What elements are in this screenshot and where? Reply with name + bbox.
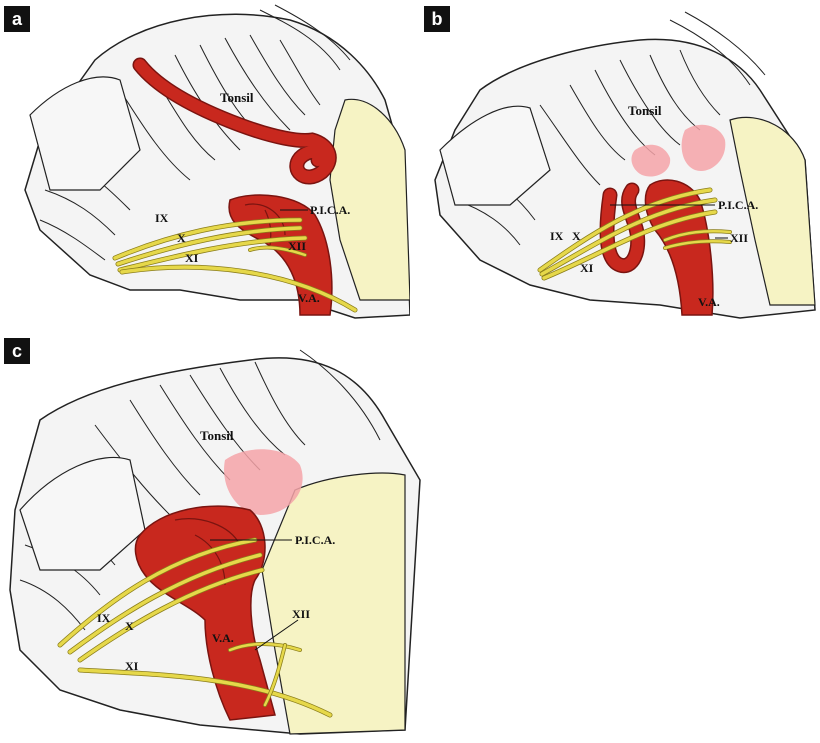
label-nerve-xii: XII bbox=[288, 239, 306, 253]
label-nerve-x: X bbox=[125, 619, 134, 633]
label-tonsil: Tonsil bbox=[628, 103, 662, 118]
label-nerve-xi: XI bbox=[185, 251, 199, 265]
panel-letter-c: c bbox=[4, 338, 30, 364]
label-nerve-x: X bbox=[572, 229, 581, 243]
cranial-nerves bbox=[57, 537, 333, 718]
label-nerve-ix: IX bbox=[550, 229, 564, 243]
panel-c-illustration: Tonsil P.I.C.A. IX X XI XII V.A. bbox=[9, 349, 421, 735]
label-nerve-xi: XI bbox=[580, 261, 594, 275]
label-tonsil: Tonsil bbox=[200, 428, 234, 443]
panel-b-illustration: Tonsil P.I.C.A. IX X XI XII V.A. bbox=[434, 11, 816, 319]
label-va: V.A. bbox=[698, 295, 720, 309]
label-pica: P.I.C.A. bbox=[310, 203, 350, 217]
flocculus bbox=[29, 76, 141, 191]
label-nerve-xii: XII bbox=[292, 607, 310, 621]
brainstem bbox=[329, 98, 411, 301]
panel-letter-b: b bbox=[424, 6, 450, 32]
flocculus bbox=[439, 105, 551, 206]
brainstem bbox=[261, 472, 406, 735]
tonsil-highlight bbox=[224, 449, 303, 515]
cranial-nerves bbox=[112, 217, 358, 313]
brainstem bbox=[729, 116, 816, 306]
label-nerve-ix: IX bbox=[97, 611, 111, 625]
panel-a-illustration: Tonsil P.I.C.A. IX X XI XII V.A. bbox=[24, 4, 411, 319]
panel-a: a bbox=[0, 0, 411, 330]
label-nerve-xi: XI bbox=[125, 659, 139, 673]
label-va: V.A. bbox=[298, 291, 320, 305]
panel-b: b bbox=[410, 0, 820, 330]
tonsil-highlight bbox=[631, 144, 671, 177]
panel-c: c bbox=[0, 330, 430, 738]
label-nerve-xii: XII bbox=[730, 231, 748, 245]
label-pica: P.I.C.A. bbox=[718, 198, 758, 212]
label-nerve-x: X bbox=[177, 231, 186, 245]
panel-letter-a: a bbox=[4, 6, 30, 32]
label-va: V.A. bbox=[212, 631, 234, 645]
label-nerve-ix: IX bbox=[155, 211, 169, 225]
label-tonsil: Tonsil bbox=[220, 90, 254, 105]
label-pica: P.I.C.A. bbox=[295, 533, 335, 547]
